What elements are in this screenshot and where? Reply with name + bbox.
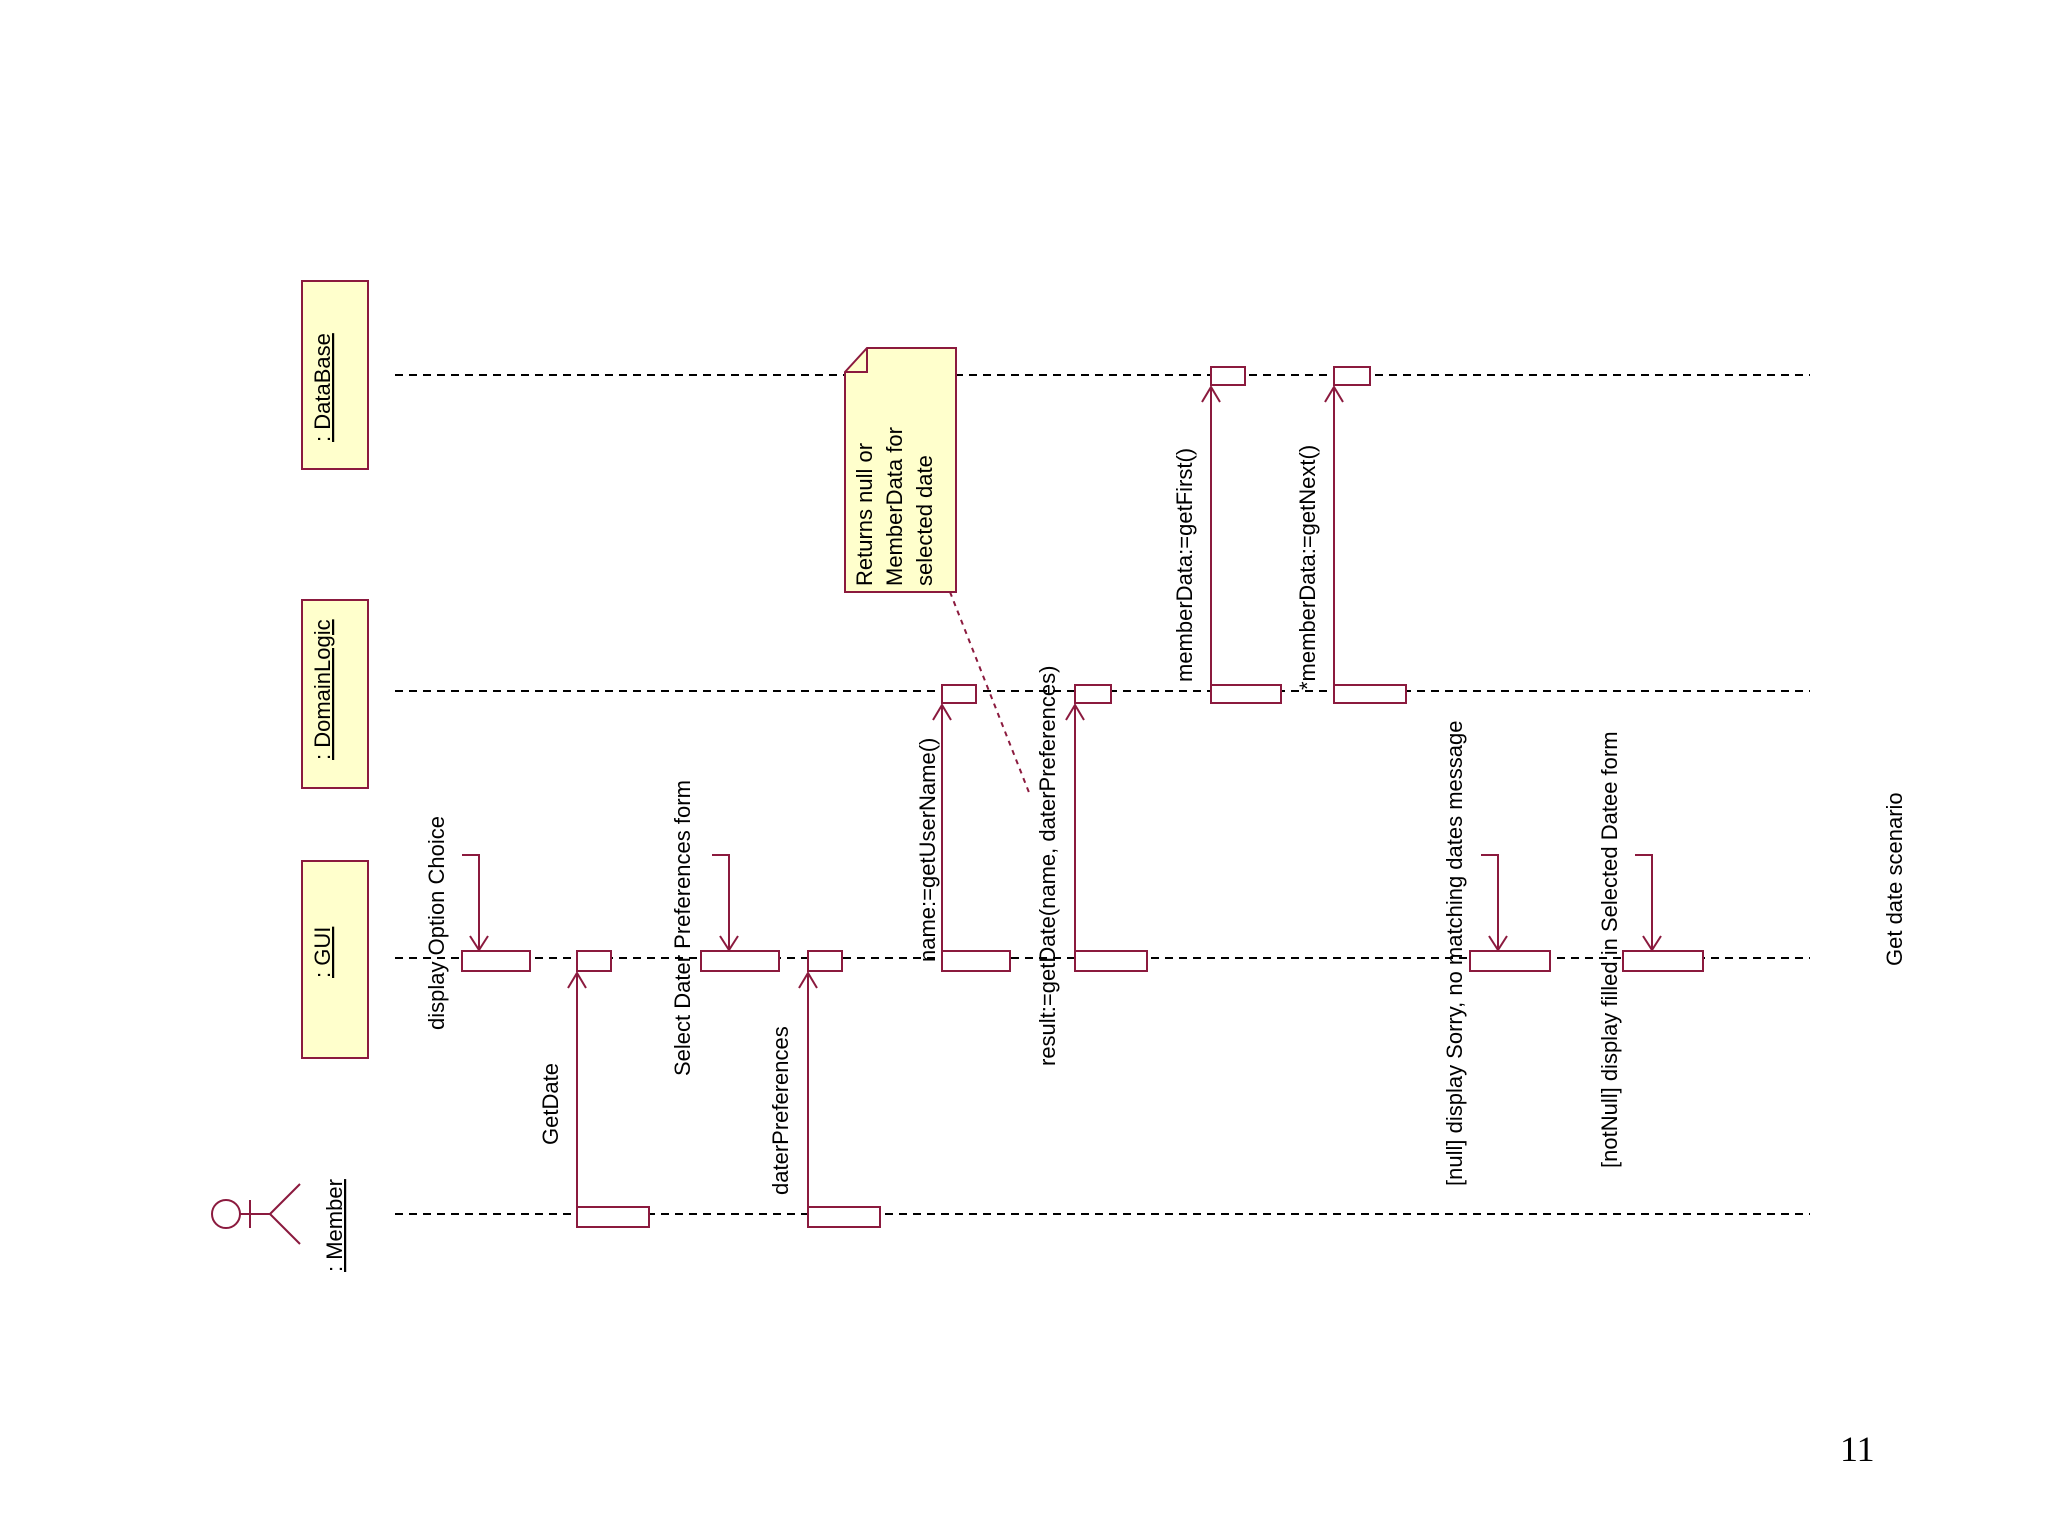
label-select-dater-preferences: Select Dater Preferences form bbox=[670, 780, 695, 1076]
label-getdate-name: result:=getDate(name, daterPreferences) bbox=[1035, 666, 1060, 1066]
scenario-title: Get date scenario bbox=[1882, 792, 1907, 966]
database-object-box bbox=[301, 280, 369, 470]
domain-logic-object-box bbox=[301, 599, 369, 789]
activation-gui-5 bbox=[941, 950, 1011, 972]
label-daterpreferences: daterPreferences bbox=[768, 1026, 793, 1195]
activation-gui-4 bbox=[807, 950, 843, 972]
activation-database-1 bbox=[1210, 366, 1246, 386]
note-connector bbox=[949, 591, 1031, 796]
activation-gui-8 bbox=[1622, 950, 1704, 972]
gui-label: : GUI bbox=[310, 927, 335, 978]
label-getusername: name:=getUserName() bbox=[915, 738, 940, 962]
arrow-select-dater-preferences bbox=[712, 854, 730, 950]
note-line-2: MemberData for bbox=[882, 427, 907, 586]
activation-member-1 bbox=[576, 1206, 650, 1228]
activation-domain-2 bbox=[1074, 684, 1112, 704]
message-arrows bbox=[462, 385, 1662, 1207]
note: Returns null or MemberData for selected … bbox=[844, 347, 1031, 796]
activation-domain-3 bbox=[1210, 684, 1282, 704]
label-null-display: [null] display Sorry, no matching dates … bbox=[1442, 721, 1467, 1187]
label-getdate: GetDate bbox=[538, 1063, 563, 1145]
activation-domain-1 bbox=[941, 684, 977, 704]
database-label: : DataBase bbox=[310, 333, 335, 442]
note-box bbox=[844, 347, 957, 593]
label-notnull-display: [notNull] display filled in Selected Dat… bbox=[1597, 731, 1622, 1168]
arrow-null-display bbox=[1481, 854, 1499, 950]
object-boxes bbox=[301, 280, 369, 1059]
note-line-3: selected date bbox=[912, 455, 937, 586]
arrow-notnull-display bbox=[1635, 854, 1653, 950]
activation-domain-4 bbox=[1333, 684, 1407, 704]
label-display-option-choice: display Option Choice bbox=[424, 816, 449, 1030]
activation-gui-7 bbox=[1469, 950, 1551, 972]
label-getnext: *memberData:=getNext() bbox=[1295, 445, 1320, 690]
activation-gui-2 bbox=[576, 950, 612, 972]
label-getfirst: memberData:=getFirst() bbox=[1172, 448, 1197, 682]
activation-gui-3 bbox=[700, 950, 780, 972]
activation-database-2 bbox=[1333, 366, 1371, 386]
note-line-1: Returns null or bbox=[852, 443, 877, 586]
domain-logic-label: : DomainLogic bbox=[310, 619, 335, 760]
activation-gui-6 bbox=[1074, 950, 1148, 972]
actor-icon bbox=[211, 1183, 301, 1245]
page-number: 11 bbox=[1840, 1429, 1875, 1469]
gui-object-box bbox=[301, 860, 369, 1059]
arrow-display-option-choice bbox=[462, 854, 480, 950]
activation-gui-1 bbox=[461, 950, 531, 972]
activation-member-2 bbox=[807, 1206, 881, 1228]
activation-bars bbox=[461, 366, 1704, 1228]
member-label: : Member bbox=[322, 1179, 347, 1272]
